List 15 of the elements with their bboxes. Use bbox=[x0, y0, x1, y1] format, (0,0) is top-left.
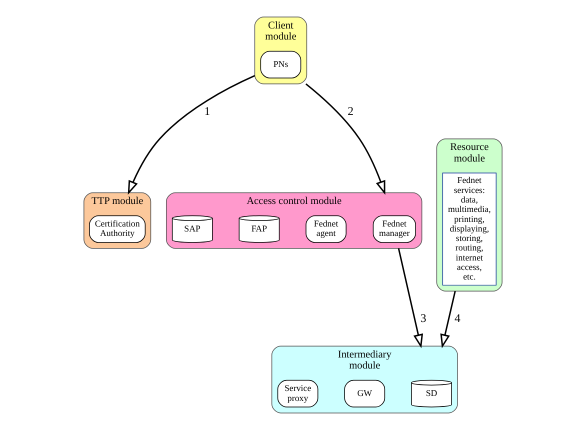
arrow bbox=[305, 83, 386, 195]
node-box: Certification Authority bbox=[89, 215, 146, 243]
arrow bbox=[128, 75, 256, 195]
arrow bbox=[398, 248, 424, 348]
edge-label: 1 bbox=[204, 104, 210, 118]
edge-label: 4 bbox=[454, 311, 460, 326]
node-box: Fednet services: data, multimedia, printing, displaying, storing, routing, internet access, etc. bbox=[442, 172, 497, 286]
arrow bbox=[440, 290, 456, 348]
node-box: PNs bbox=[260, 50, 302, 78]
node-box: Service proxy bbox=[277, 380, 318, 408]
node-box: Fednet agent bbox=[306, 215, 346, 243]
edge-label: 2 bbox=[348, 104, 354, 118]
node-box: Fednet manager bbox=[372, 215, 416, 243]
edge-label: 3 bbox=[420, 311, 426, 326]
node-box: GW bbox=[344, 380, 386, 408]
